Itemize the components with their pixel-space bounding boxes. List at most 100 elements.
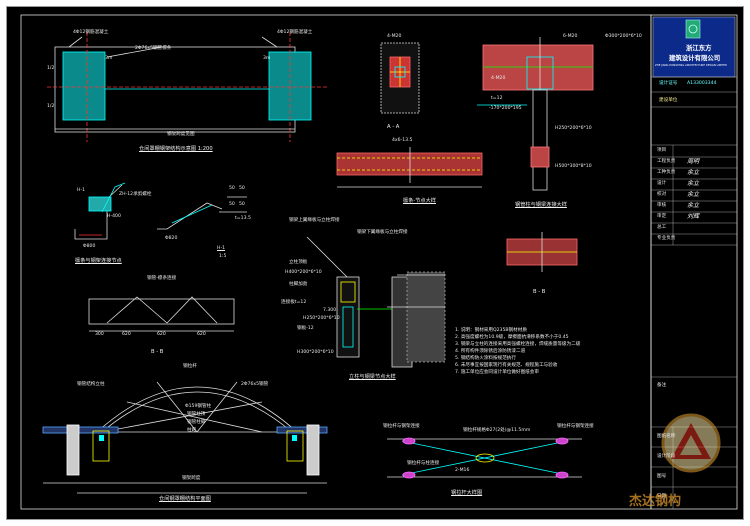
v10-callout-8: H300*200*6*10 [297,350,334,355]
v12-callout-3: 钢拉杆与柱连接 [407,461,440,466]
tb-row-4: 校对 [657,192,667,197]
view7-column-beam [477,37,594,191]
signature-2: 余立 [687,180,700,187]
v5-callout-5: 钢管柱脚 [187,420,206,425]
v2-callout: ZH-12承剪螺栓 [119,192,152,197]
company-name-en: ZHE JIANG DONGFANG ARCHITECTURE DESIGN L… [655,64,728,67]
v4-dim-1: 620 [122,332,131,337]
notes-label: 备注 [657,383,667,388]
v6-title: A - A [387,124,400,130]
v11-note-6: 7. 施工单位应会同设计单位做好图纸会审 [455,370,539,375]
v3-scale: 1:5 [219,254,227,259]
v7-bolts: 6-M20 [563,34,578,39]
view4-bb-elevation [88,296,235,332]
view2-purlin-node [74,182,126,240]
watermark-brand: 杰达钢构 [629,494,682,509]
v7-t: t=12 [491,96,503,101]
cert-label: 设计证号 [659,81,678,86]
v10-callout-0: 钢梁上翼缘板与立柱焊接 [289,218,340,223]
drawing-canvas [20,14,738,510]
v7-plate3: 4-M20 [491,76,506,81]
company-name-line1: 浙江东方 [686,44,712,52]
v3-t: t=13.5 [235,216,251,221]
cert-number: A133003344 [687,81,717,86]
signature-3: 余立 [687,191,700,198]
v3-dim-2: 50 [229,202,235,207]
view9-bb-small [506,232,578,272]
watermark-logo [661,413,721,473]
v11-note-4: 5. 钢结构防火涂料按规范执行 [455,356,516,361]
signature-4: 余立 [687,202,700,209]
v5-callout-1: 2Φ76x5钢管 [241,382,269,387]
view1-framework-plan [47,32,327,142]
v10-callout-5: 连接板t=12 [281,300,307,305]
v1-dim-side2: 3m [263,56,271,61]
v5-callout-6: 柱距 [187,428,197,433]
v4-top: 钢管-檩条连接 [147,276,177,281]
number-label: 图号 [657,474,667,479]
v2-plate2: Φ800 [83,244,96,249]
v4-dim-0: 300 [95,332,104,337]
v7-top: Φ300*200*6*10 [605,34,642,39]
v3-base: Φ820 [165,236,178,241]
v4-dim-3: 620 [197,332,206,337]
v10-title: 立柱与钢梁节点大样 [349,374,396,380]
v12-title: 钢拉杆大样图 [451,490,483,496]
logo-mark [688,24,698,34]
v12-callout-4: 2-M16 [455,468,470,473]
project-label: 建设单位 [659,98,678,103]
tb-row-5: 审核 [657,203,667,208]
v11-note-1: 2. 高强度螺栓为10.9级，摩擦面抗滑移系数不小于0.45 [455,335,569,340]
company-logo [685,19,701,39]
v11-note-5: 6. 未尽事宜按国家现行有关规范、规程施工与验收 [455,363,558,368]
v10-callout-1: 钢梁下翼缘板与立柱焊接 [357,230,408,235]
v5-title: 仓间钢罩棚结构平面图 [159,496,211,502]
v5-callout-0: 钢管结构立柱 [77,382,105,387]
v10-callout-6: 钢板-12 [297,326,314,331]
view5-arch-structure [42,381,328,494]
v11-note-0: 1. 说明：钢材采用Q235B钢材材质 [455,328,527,333]
v7-plate2: -170*200*195 [489,106,522,111]
v9-title: B - B [533,289,546,295]
v1-title: 仓间罩棚钢架结构示意图 1:200 [139,146,213,152]
tb-row-0: 项目 [657,148,667,153]
v5-callout-2: 钢拉杆 [183,364,197,369]
tb-row-1: 工程负责 [657,159,676,164]
v2-plate: H-400 [107,214,121,219]
v10-elev: 7.300 [323,308,337,313]
v5-callout-4: 钢管柱顶 [187,412,206,417]
v1-callout-left: 4Φ12钢筋混凝土 [73,30,109,35]
cad-sheet: 浙江东方 建筑设计有限公司 ZHE JIANG DONGFANG ARCHITE… [6,6,744,520]
tb-row-7: 总工 [657,225,667,230]
v3-dim-3: 50 [239,202,245,207]
v4-title: B - B [151,349,164,355]
v6-bolt: 4-M20 [387,34,402,39]
v12-callout-0: 钢拉杆与钢架连接 [383,424,420,429]
v11-note-3: 4. 所有构件须除锈后涂防锈漆二道 [455,349,526,354]
view3-h1-detail [157,196,247,230]
tb-row-2: 工种负责 [657,170,676,175]
v7-title: 钢管柱与钢梁连接大样 [515,202,567,208]
company-name-line2: 建筑设计有限公司 [669,54,721,62]
v2-h1: H-1 [77,188,86,193]
v12-callout-2: 钢拉杆与钢架连接 [557,424,594,429]
signature-0: 周明 [687,158,700,165]
v1-dim-bottom: 钢架跨度见图 [167,132,195,137]
tb-row-6: 审定 [657,214,667,219]
v1-callout-right: 4Φ12钢筋混凝土 [277,30,313,35]
v10-callout-3: H400*200*6*10 [285,270,322,275]
v1-callout-mid: 2Φ76x5钢管檩条 [135,46,172,51]
v5-dim: 钢架跨度 [182,476,201,481]
drawing-label: 图纸名称 [657,434,676,439]
signature-5: 刘辉 [687,213,700,220]
v1-dim-side: 3m [105,56,113,61]
v1-dim-a: 1/2 [47,66,55,71]
signature-1: 余立 [687,169,700,176]
v8-title: 檩条-节点大样 [403,198,436,204]
v3-dim-0: 50 [229,186,235,191]
v7-plate: H250*200*6*10 [555,126,592,131]
title-block-frame [650,14,738,510]
v2-title: 檩条与钢架连接节点 [75,258,122,264]
stage-label: 设计阶段 [657,454,676,459]
v1-dim-b: 1/2 [47,104,55,109]
